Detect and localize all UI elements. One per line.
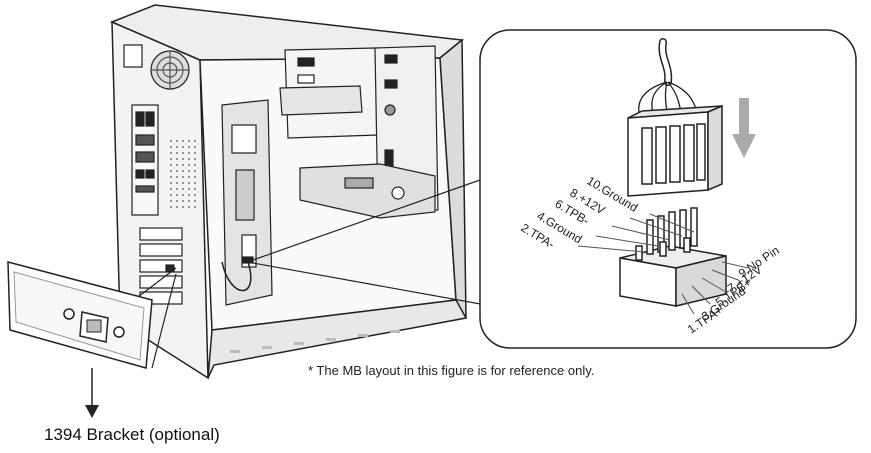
pin-header: [619, 207, 727, 307]
bracket-cable: [221, 261, 252, 292]
pin-leader-lines: [577, 213, 749, 315]
bracket-screw-right: [113, 326, 125, 338]
expansion-slots: [139, 227, 183, 305]
header-zoom-callout: 10.Ground 8.+12V 6.TPB- 4.Ground 2.TPA- …: [479, 29, 857, 349]
bracket-caption: 1394 Bracket (optional): [44, 425, 220, 444]
drive-bays: [279, 45, 439, 219]
motherboard: [221, 99, 273, 306]
rear-vents: [166, 140, 196, 210]
caption-arrow-icon: [85, 368, 99, 418]
power-socket: [123, 44, 143, 68]
hard-drive: [299, 163, 436, 219]
case-front-bezel: [439, 38, 467, 319]
zoom-lines: [133, 179, 487, 369]
rear-panel-details: [123, 44, 196, 305]
cable-plug: [627, 104, 723, 197]
floor-rivets: [230, 330, 400, 353]
reference-note: * The MB layout in this figure is for re…: [308, 363, 595, 378]
bracket-zoom: [7, 261, 153, 369]
insert-arrow-icon: [732, 98, 756, 158]
bracket-screw-left: [63, 308, 75, 320]
